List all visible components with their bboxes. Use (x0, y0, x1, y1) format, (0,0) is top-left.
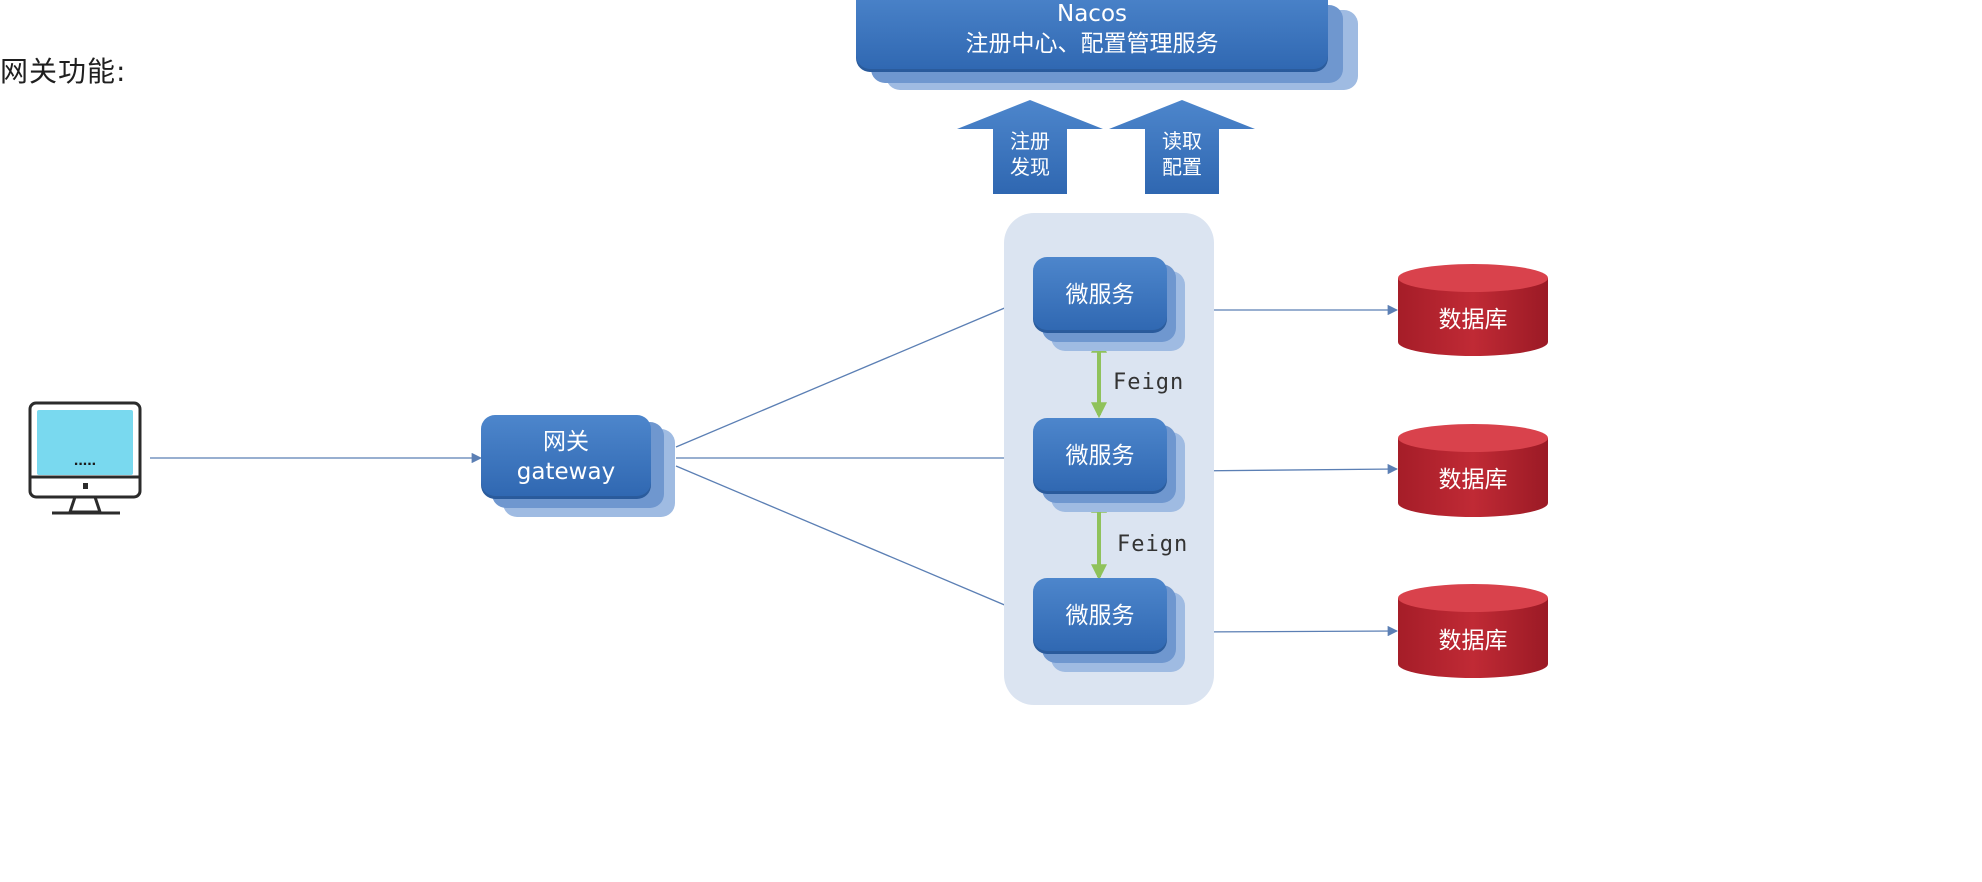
gateway-to-service-1-arrow (675, 294, 1034, 448)
database-label: 数据库 (1438, 628, 1508, 654)
database-label: 数据库 (1438, 307, 1508, 333)
microservice-box: 微服务 (1033, 257, 1193, 353)
microservice-label: 微服务 (1065, 282, 1135, 308)
register-discovery-arrow (957, 100, 1103, 194)
monitor-screen-text: ..... (74, 452, 96, 469)
nacos-subtitle: 注册中心、配置管理服务 (965, 31, 1219, 57)
computer-monitor-icon: ..... (28, 401, 142, 515)
microservice-label: 微服务 (1065, 603, 1135, 629)
nacos-title: Nacos (1057, 1, 1127, 27)
service-2-to-db-arrow (1185, 463, 1399, 475)
gateway-box: 网关 gateway (481, 415, 681, 520)
diagram-canvas: ..... (28, 100, 1399, 637)
microservice-box: 微服务 (1033, 578, 1193, 674)
service-3-to-db-arrow (1185, 625, 1399, 637)
page-title: 网关功能: (0, 55, 127, 88)
gateway-label-en: gateway (516, 459, 616, 485)
microservice-box: 微服务 (1033, 418, 1193, 514)
gateway-to-service-3-arrow (675, 465, 1034, 619)
microservice-label: 微服务 (1065, 443, 1135, 469)
gateway-architecture-diagram: 网关功能: Nacos 注册中心、配置管理服务 (0, 0, 1548, 705)
read-config-arrow (1109, 100, 1255, 194)
nacos-box: Nacos 注册中心、配置管理服务 (856, 0, 1360, 92)
register-discovery-label: 注册 发现 (1010, 129, 1050, 179)
feign-label: Feign (1113, 370, 1185, 395)
database-label: 数据库 (1438, 467, 1508, 493)
gateway-label-zh: 网关 (543, 429, 589, 455)
read-config-label: 读取 配置 (1162, 129, 1202, 179)
feign-label: Feign (1117, 532, 1189, 557)
